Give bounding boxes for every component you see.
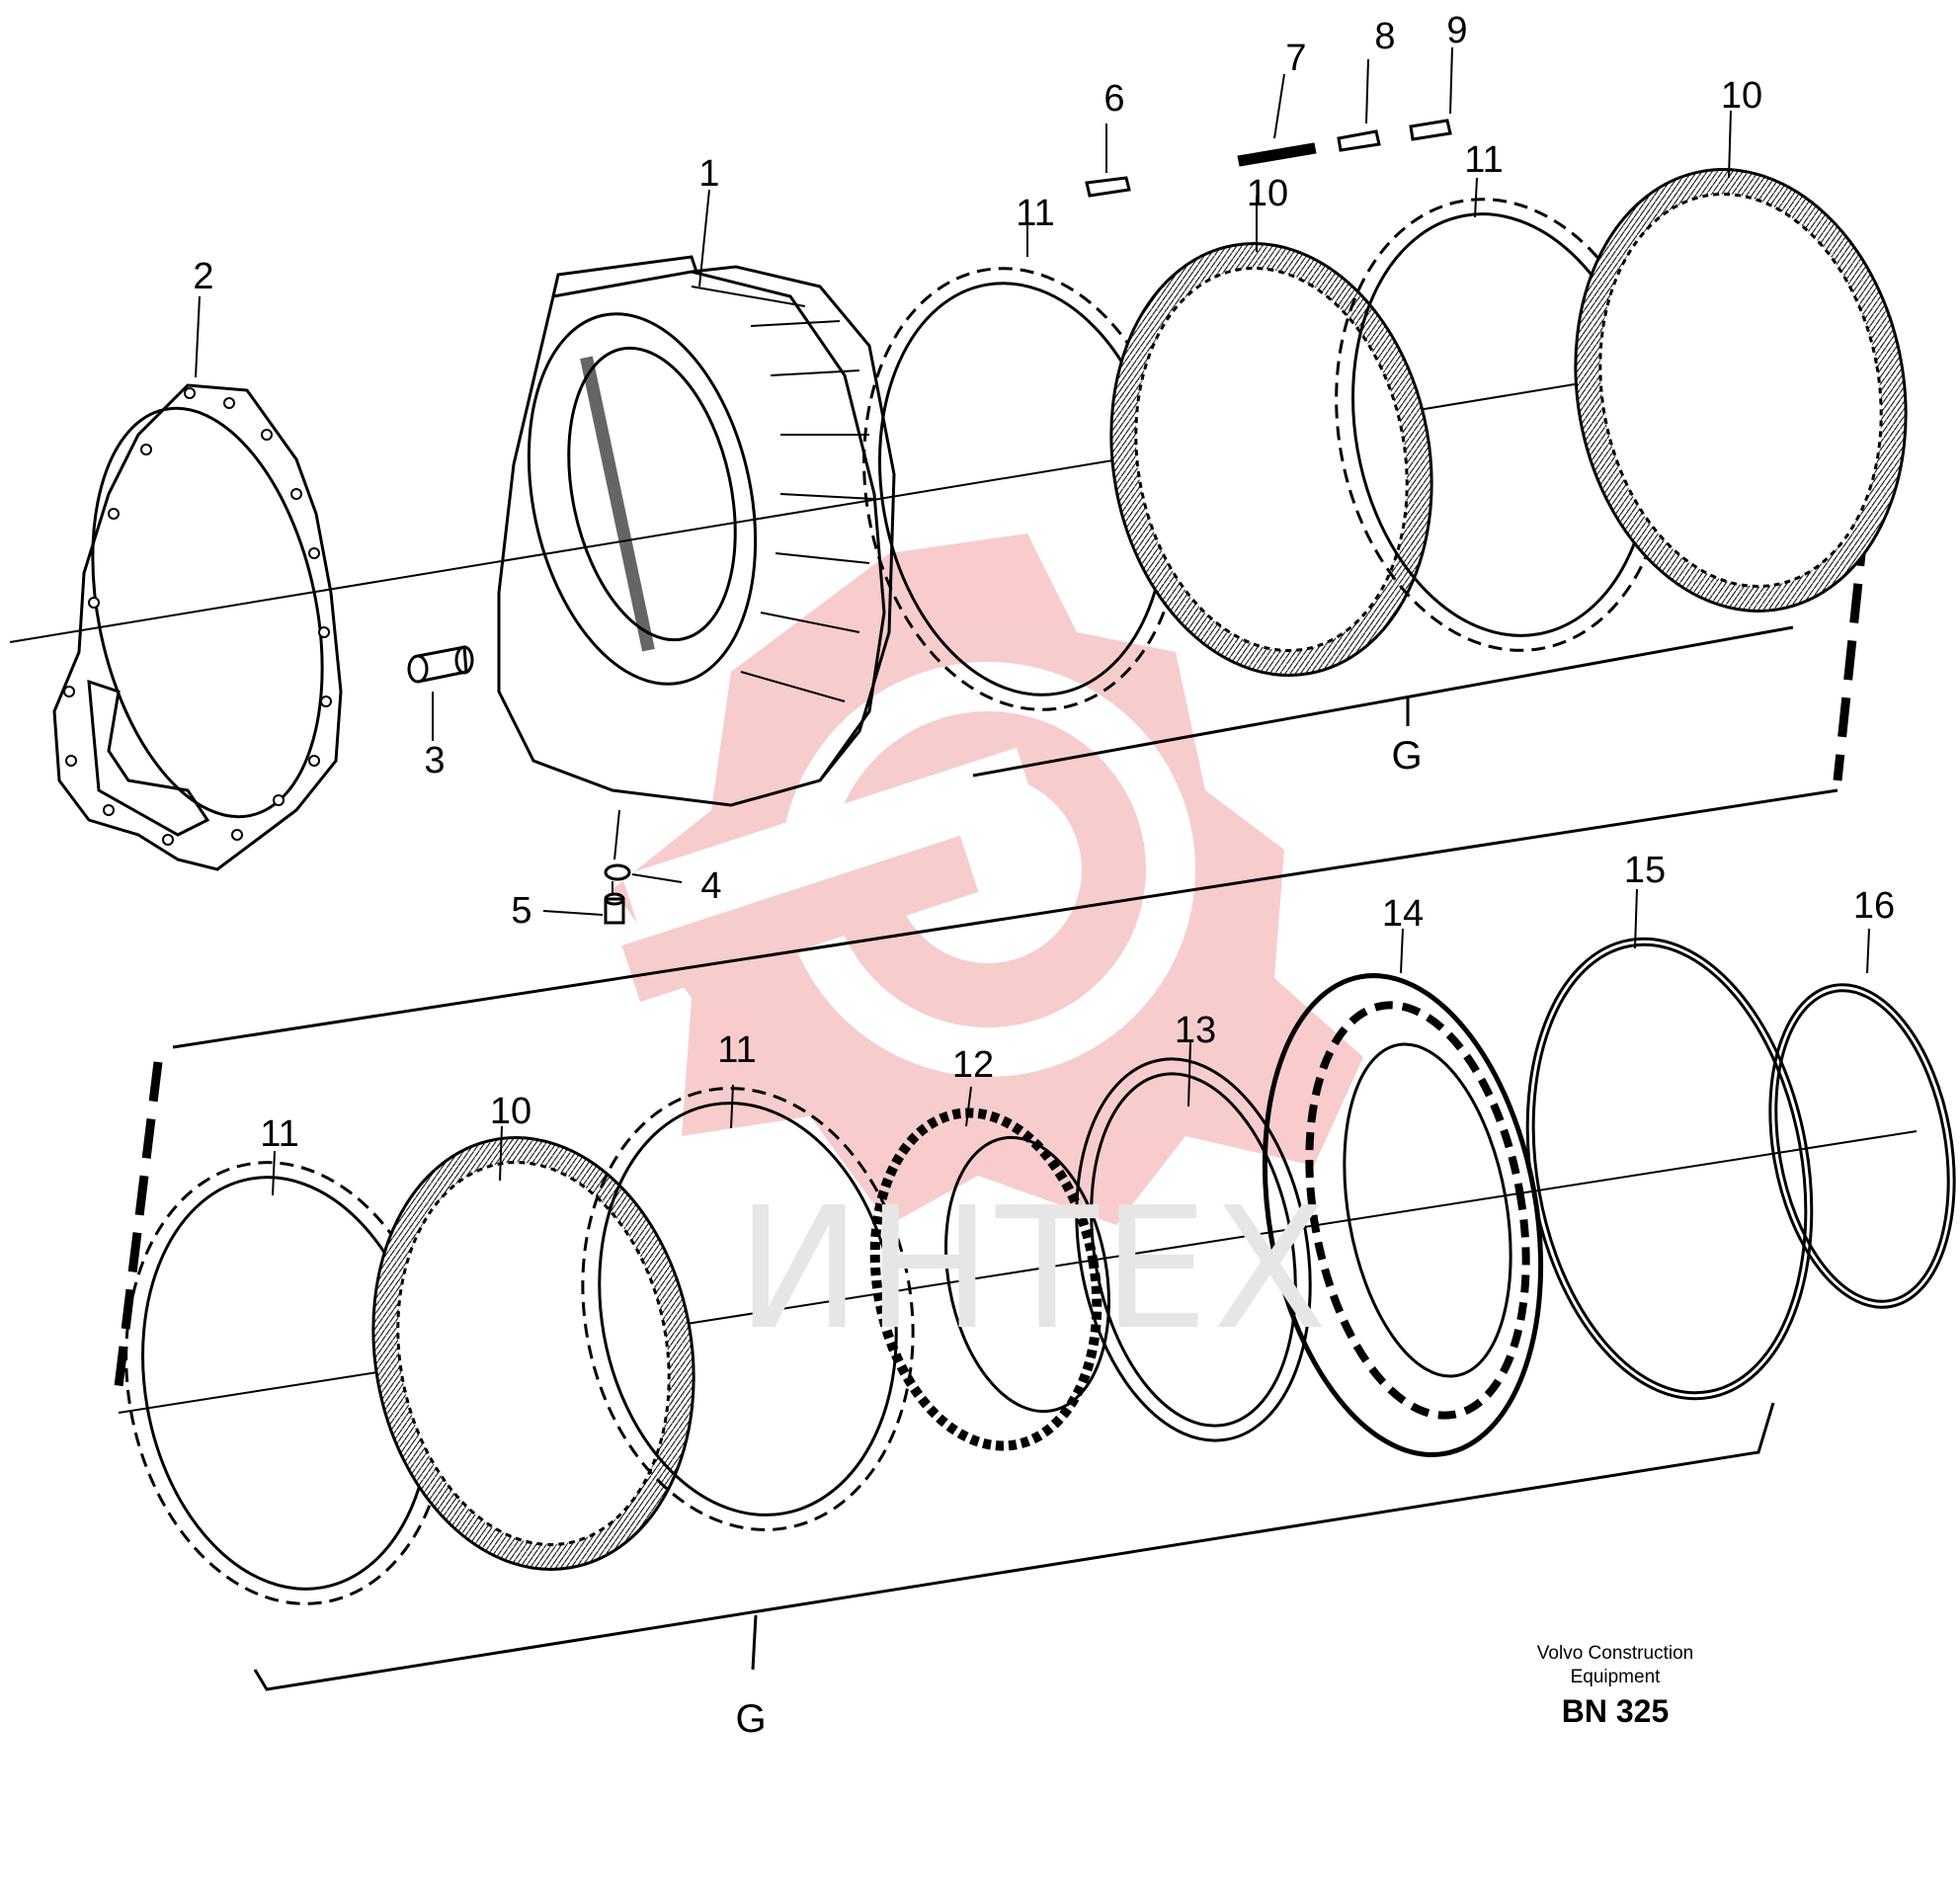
diagram-code: BN 325 (1561, 1693, 1670, 1729)
callout-14: 14 (1381, 893, 1425, 935)
part-6-pin (1085, 123, 1131, 198)
caption-line-1: Volvo Construction (1536, 1643, 1694, 1664)
callout-10-lower: 10 (489, 1091, 532, 1132)
callout-10-upper-mid: 10 (1246, 173, 1289, 214)
upper-group-bracket (972, 625, 1794, 778)
callout-12: 12 (951, 1044, 995, 1086)
part-9-pin (1409, 46, 1453, 141)
part-12-splined-hub (869, 1086, 1110, 1451)
part-11-steel-disc-lower-2 (581, 1084, 915, 1531)
manufacturer-caption: Volvo Construction Equipment BN 325 (1467, 1642, 1763, 1733)
part-10-friction-disc-lower (371, 1125, 695, 1571)
part-3-pin (407, 645, 474, 684)
callout-3: 3 (424, 740, 446, 781)
callout-11-lower-left: 11 (260, 1113, 299, 1155)
callout-11-lower-mid: 11 (717, 1029, 757, 1071)
callout-6: 6 (1103, 78, 1125, 120)
part-7-spring (1237, 73, 1317, 167)
part-13-ring (1075, 1041, 1312, 1442)
part-10-friction-disc-upper-1 (1109, 196, 1433, 677)
part-1-housing (497, 255, 896, 807)
part-10-friction-disc-upper-2 (1574, 110, 1908, 613)
callout-11-upper-left: 11 (1016, 193, 1055, 234)
callout-5: 5 (511, 890, 532, 932)
part-8-pin (1337, 58, 1381, 152)
group-label-upper: G (1391, 734, 1423, 778)
callout-7: 7 (1285, 38, 1307, 79)
callout-2: 2 (193, 256, 214, 297)
callout-1: 1 (698, 153, 720, 195)
callout-9: 9 (1446, 10, 1468, 51)
callout-8: 8 (1374, 16, 1396, 57)
callout-13: 13 (1174, 1010, 1217, 1051)
watermark-logo (612, 533, 1363, 1225)
lower-group-bracket (253, 1402, 1775, 1691)
callout-10-upper-right: 10 (1720, 75, 1763, 117)
caption-line-2: Equipment (1570, 1667, 1661, 1687)
part-4-washer (604, 809, 683, 883)
callout-4: 4 (700, 865, 722, 907)
part-5-plug (542, 881, 625, 925)
part-16-o-ring (1768, 928, 1956, 1309)
part-2-gasket (52, 383, 343, 871)
leader-lines (195, 189, 710, 741)
callout-16: 16 (1852, 885, 1896, 927)
group-label-lower: G (735, 1697, 767, 1741)
callout-15: 15 (1623, 850, 1667, 891)
part-15-o-ring (1525, 888, 1814, 1401)
watermark-text: ИНТЕХ (736, 1172, 1332, 1367)
callout-11-upper-right: 11 (1464, 139, 1504, 181)
